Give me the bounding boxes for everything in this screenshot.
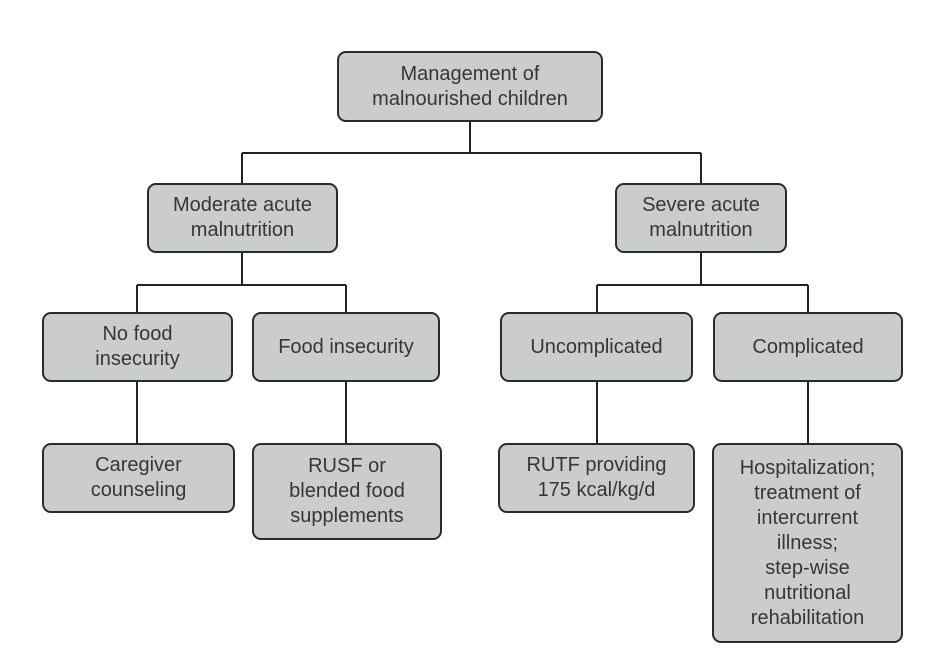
node-label: Complicated	[752, 335, 864, 358]
node-label: Hospitalization; treatment of intercurre…	[739, 456, 876, 629]
node-uncomplicated: Uncomplicated	[500, 312, 693, 382]
node-no-food-insecurity: No food insecurity	[42, 312, 233, 382]
node-hospitalization-treatment: Hospitalization; treatment of intercurre…	[712, 443, 903, 643]
node-label: Uncomplicated	[530, 335, 663, 358]
node-management-of-malnourished-children: Management of malnourished children	[337, 51, 603, 122]
node-label: Caregiver counseling	[90, 454, 187, 501]
connector-leaf-drops	[136, 382, 809, 443]
node-label: No food insecurity	[95, 323, 180, 370]
node-label: Severe acute malnutrition	[642, 194, 760, 241]
connector-severe-branch	[596, 253, 809, 312]
node-label: Food insecurity	[278, 335, 414, 358]
node-label: Moderate acute malnutrition	[173, 194, 312, 241]
node-label: RUTF providing 175 kcal/kg/d	[526, 454, 667, 501]
node-severe-acute-malnutrition: Severe acute malnutrition	[615, 183, 787, 253]
node-rusf-blended-food-supplements: RUSF or blended food supplements	[252, 443, 442, 540]
node-food-insecurity: Food insecurity	[252, 312, 440, 382]
node-complicated: Complicated	[713, 312, 903, 382]
connector-root-branch	[241, 122, 702, 183]
node-label: RUSF or blended food supplements	[289, 455, 405, 527]
node-rutf-providing: RUTF providing 175 kcal/kg/d	[498, 443, 695, 513]
node-label: Management of malnourished children	[372, 62, 568, 110]
node-moderate-acute-malnutrition: Moderate acute malnutrition	[147, 183, 338, 253]
node-caregiver-counseling: Caregiver counseling	[42, 443, 235, 513]
connector-moderate-branch	[136, 253, 347, 312]
